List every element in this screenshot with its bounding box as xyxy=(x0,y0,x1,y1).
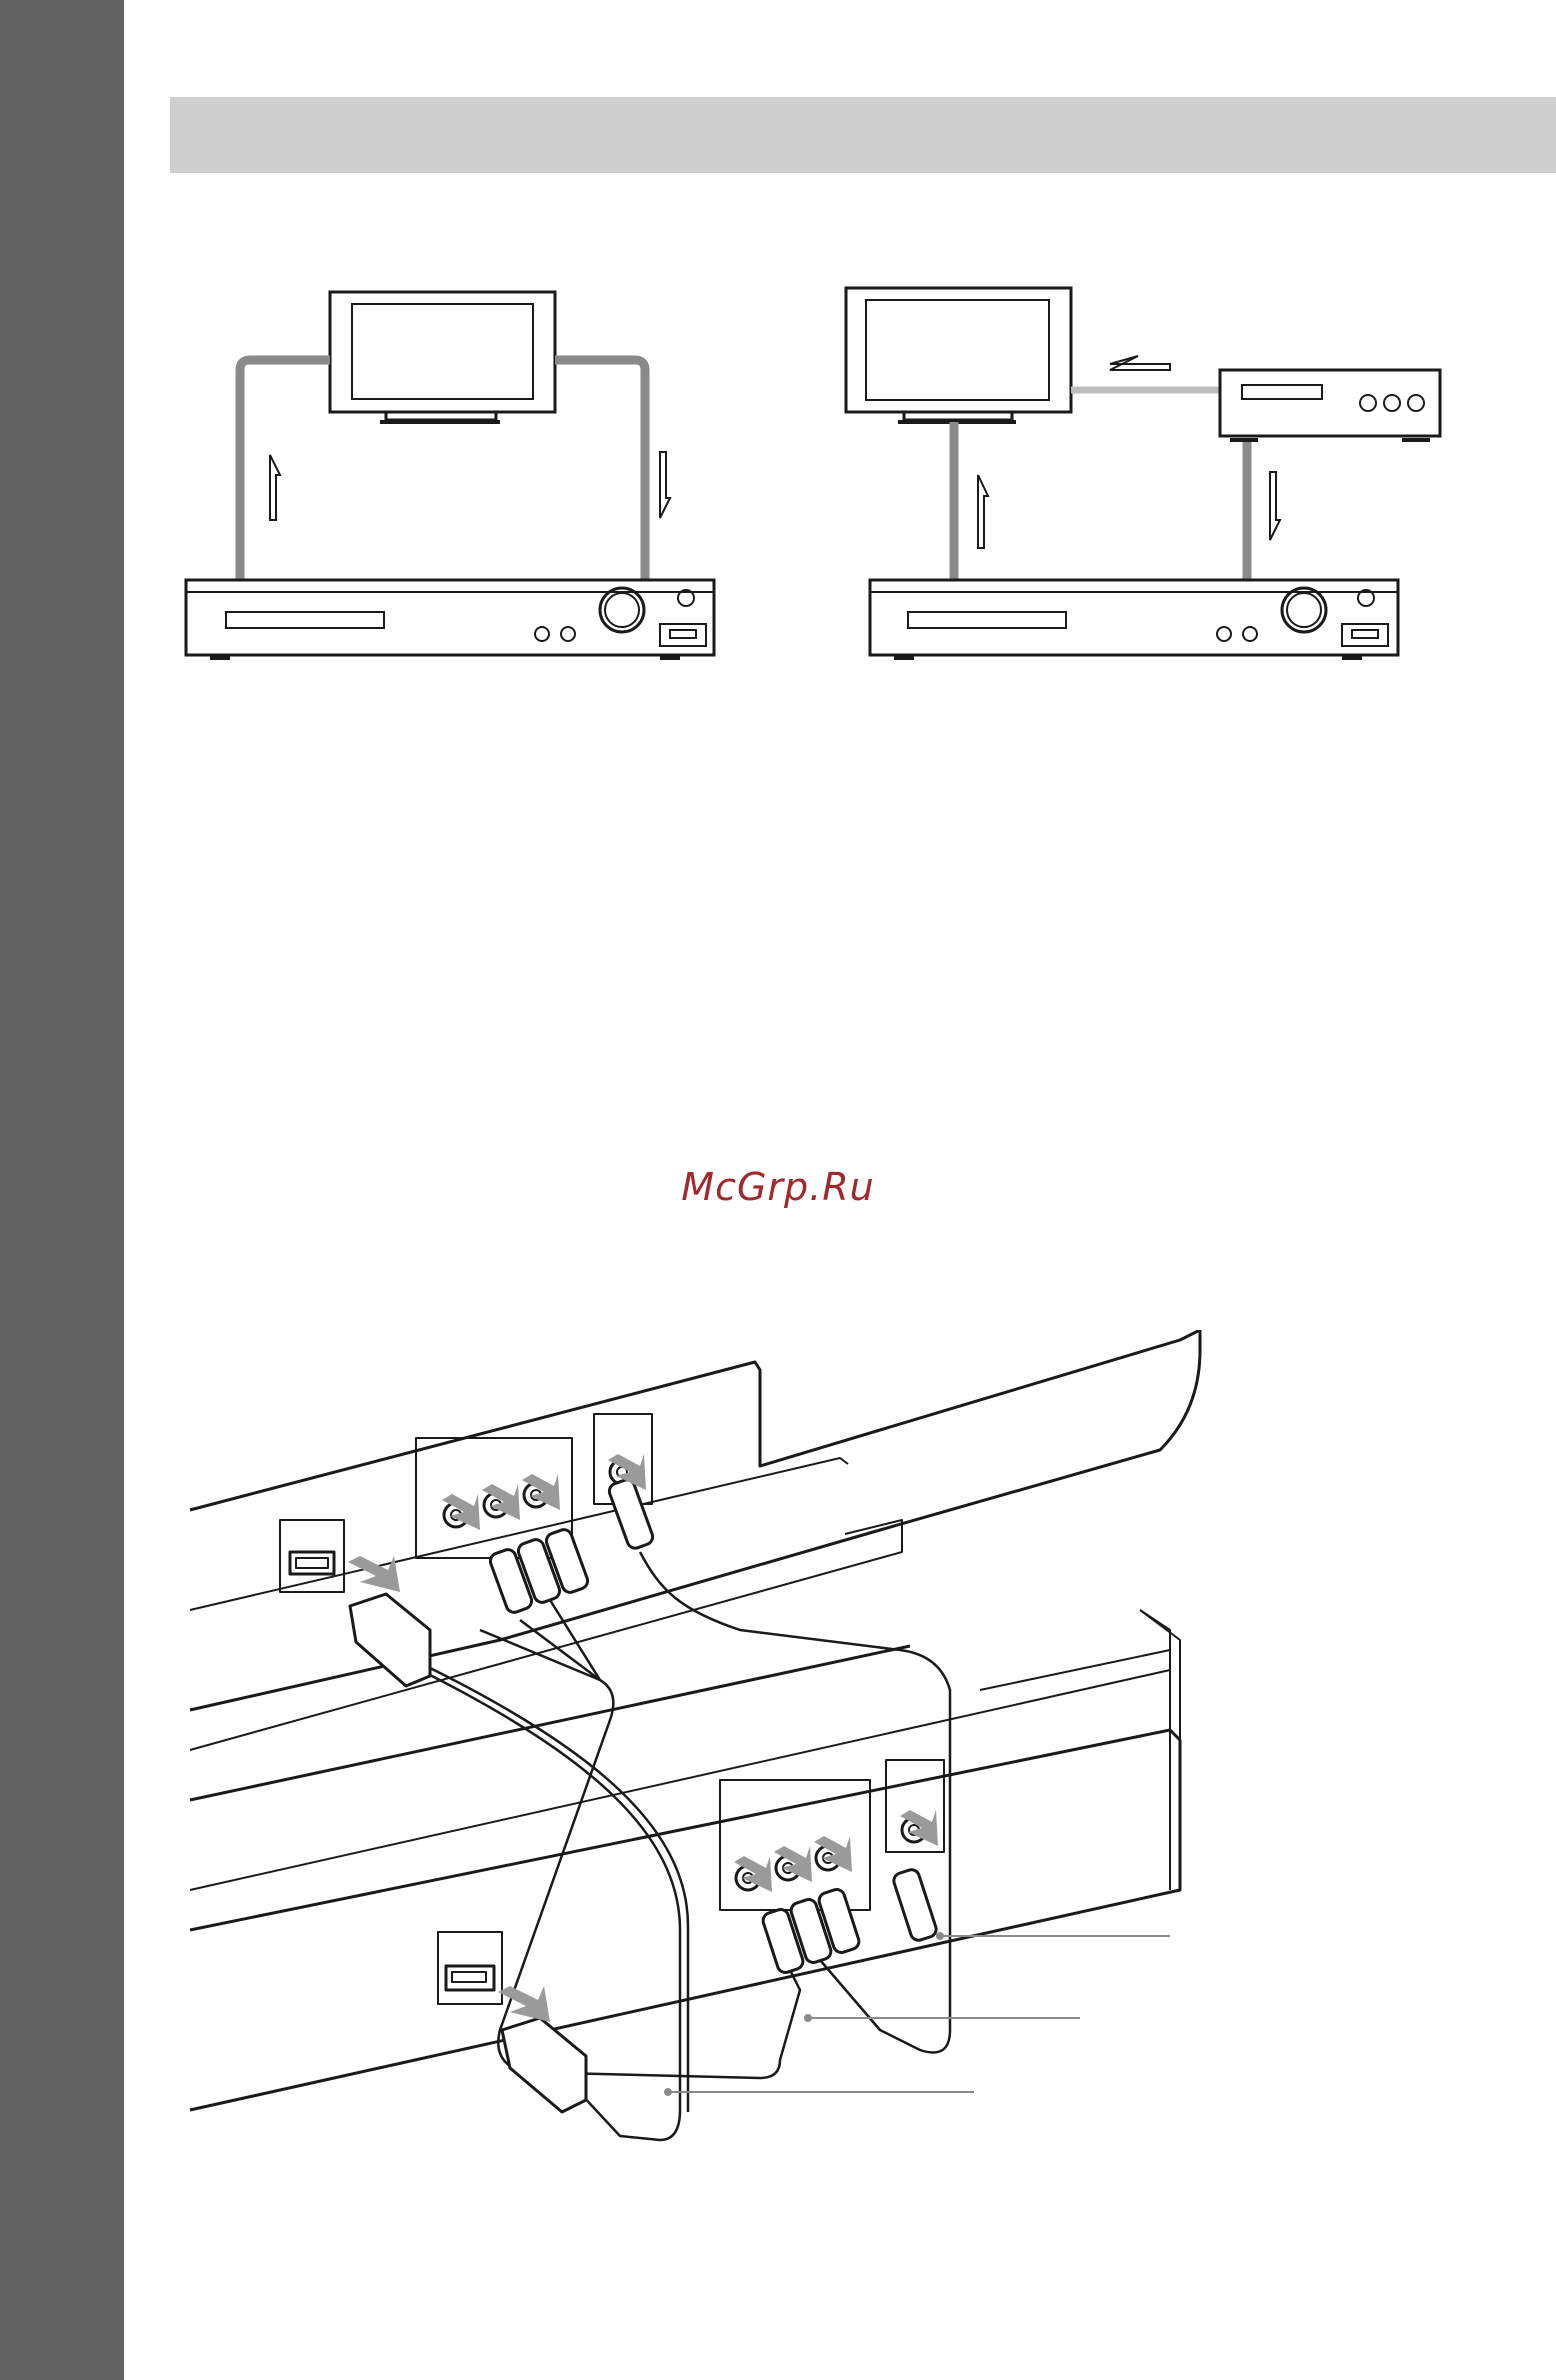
callout-lines xyxy=(664,1932,1170,2096)
arrow-down-icon xyxy=(1269,471,1282,541)
arrow-left-icon xyxy=(1109,355,1171,371)
tv-rear-outline xyxy=(189,1330,1202,1712)
hdmi-plug-bottom xyxy=(500,2016,588,2114)
rear-panel-connection-figure xyxy=(189,1330,1202,2142)
arrow-up-icon xyxy=(269,454,282,521)
insert-arrow-icons xyxy=(348,1454,938,2022)
audio-cable xyxy=(638,1551,952,2054)
video-audio-cable xyxy=(497,1619,802,2080)
tv-left xyxy=(328,290,557,424)
connection-overview-figure xyxy=(184,286,1442,660)
receiver-hdmi-jack xyxy=(437,1931,503,2005)
tv-right xyxy=(844,286,1073,424)
page-side-tab xyxy=(0,0,124,2380)
receiver-right xyxy=(868,578,1400,660)
tv-hdmi-jack xyxy=(279,1519,345,1593)
external-player xyxy=(1218,368,1442,442)
watermark-text: McGrp.Ru xyxy=(681,1165,875,1209)
arrow-up-icon xyxy=(977,474,990,549)
section-header-band xyxy=(170,97,1556,173)
rca-plugs-bottom xyxy=(761,1868,938,1974)
receiver-rear-outline xyxy=(189,1728,1182,2112)
cable-tv-to-receiver xyxy=(555,355,650,580)
hdmi-cable xyxy=(419,1668,682,2142)
receiver-left xyxy=(184,578,716,660)
arrow-down-icon xyxy=(659,451,672,519)
hdmi-plug-top xyxy=(348,1592,432,1688)
rca-plugs-top xyxy=(488,1478,655,1614)
cable-receiver-to-tv xyxy=(235,355,330,580)
